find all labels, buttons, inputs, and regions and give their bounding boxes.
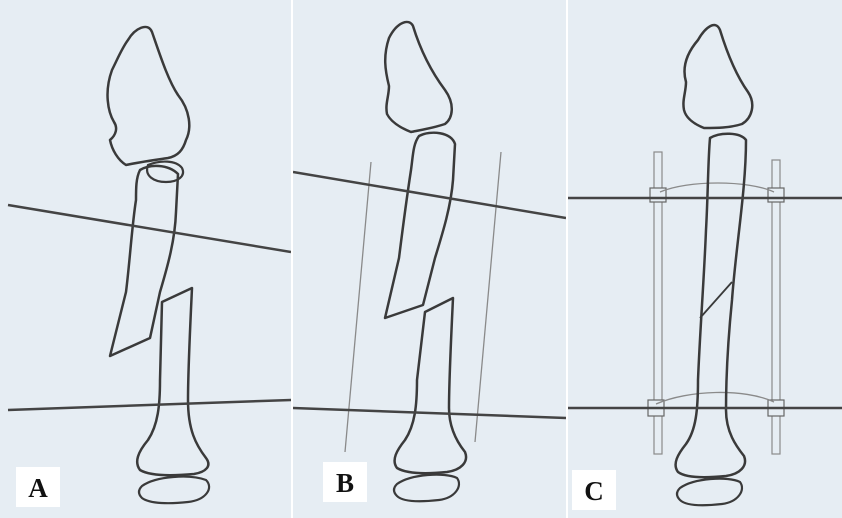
panel-b-paper [293,0,566,518]
panel-c-drawing [568,0,842,518]
panel-a: A [0,0,291,518]
panel-label-c: C [572,470,616,510]
panel-c: C [568,0,842,518]
panel-b-drawing [293,0,566,518]
panel-label-b: B [323,462,367,502]
panel-label-a: A [16,467,60,507]
panel-a-paper [0,0,291,518]
panel-a-drawing [0,0,291,518]
panel-b: B [293,0,566,518]
